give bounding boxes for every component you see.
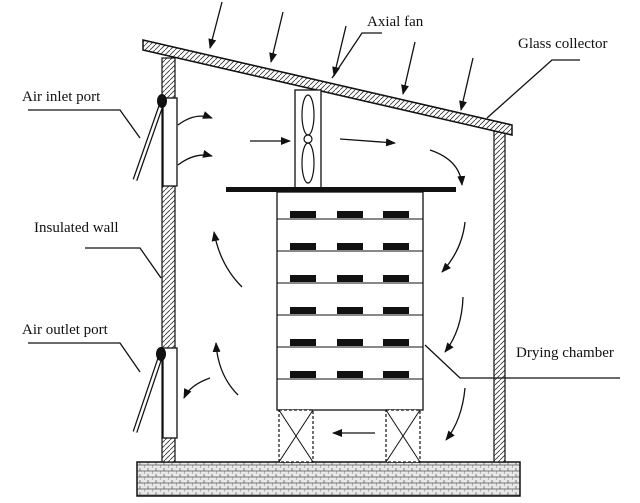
drying-product: [383, 339, 409, 346]
drying-product: [290, 307, 316, 314]
airflow-arrows: [177, 111, 466, 441]
drying-product: [290, 339, 316, 346]
foundation: [136, 461, 521, 497]
right-wall: [493, 129, 506, 463]
air-inlet-port: [132, 94, 178, 187]
drying-product: [383, 243, 409, 250]
solar-radiation-arrows: [208, 1, 474, 111]
drying-product: [337, 275, 363, 282]
drying-product: [337, 371, 363, 378]
drying-product: [290, 243, 316, 250]
partition-plate: [226, 187, 456, 192]
drying-product: [337, 211, 363, 218]
label-drying-chamber: Drying chamber: [516, 345, 614, 361]
label-air-outlet-port: Air outlet port: [22, 322, 109, 338]
label-insulated-wall: Insulated wall: [34, 220, 119, 236]
drying-product: [337, 243, 363, 250]
drying-product: [383, 307, 409, 314]
glass-collector-roof: [142, 39, 513, 136]
drying-product: [337, 307, 363, 314]
drying-product: [290, 275, 316, 282]
drying-product: [383, 371, 409, 378]
drying-chamber: [276, 191, 424, 463]
label-air-inlet-port: Air inlet port: [22, 89, 101, 105]
label-glass-collector: Glass collector: [518, 36, 608, 52]
axial-fan: [294, 89, 322, 189]
drying-product: [290, 211, 316, 218]
leader-lines: [28, 32, 620, 379]
drying-product: [290, 371, 316, 378]
drying-product: [383, 275, 409, 282]
drying-product: [337, 339, 363, 346]
label-axial-fan: Axial fan: [367, 14, 424, 30]
drying-product: [383, 211, 409, 218]
air-outlet-port: [132, 347, 178, 439]
